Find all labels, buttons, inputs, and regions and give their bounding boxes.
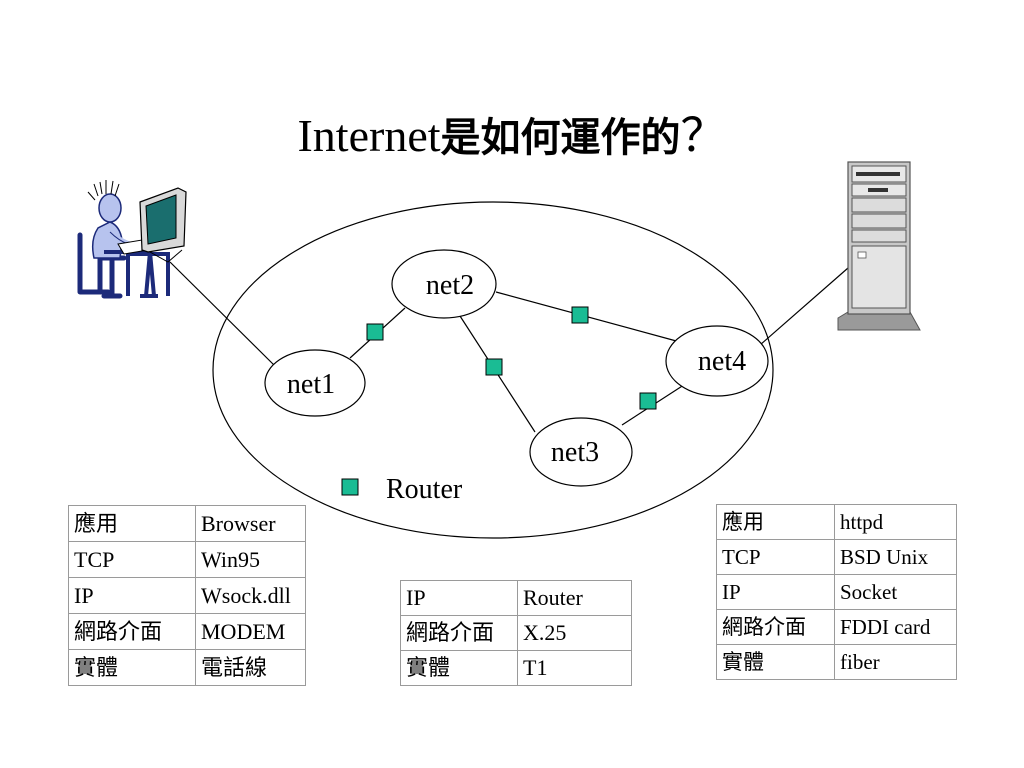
table-row: TCP Win95 — [68, 541, 306, 578]
layer-value: FDDI card — [834, 609, 957, 645]
layer-name: IP — [716, 574, 835, 610]
internet-boundary — [212, 201, 774, 539]
server-tower-icon — [837, 161, 921, 331]
layer-value: Wsock.dll — [195, 577, 306, 614]
node-net1: net1 — [264, 349, 366, 417]
title-cjk: 是如何運作的 — [440, 115, 681, 161]
legend-router-icon — [341, 478, 359, 496]
table-row: 實體 電話線 — [68, 649, 306, 686]
table-row: 實體 fiber — [716, 644, 957, 680]
layer-name: IP — [400, 580, 518, 616]
net1-label: net1 — [287, 369, 335, 400]
table-row: 應用 Browser — [68, 505, 306, 542]
layer-name: TCP — [716, 539, 835, 575]
router-icon — [366, 323, 384, 341]
client-table-body: 應用 Browser TCP Win95 IP Wsock.dll 網路介面 M… — [68, 505, 306, 686]
net4-label: net4 — [698, 346, 746, 377]
layer-value: httpd — [834, 504, 957, 540]
node-net3: net3 — [529, 417, 633, 487]
server-table-body: 應用 httpd TCP BSD Unix IP Socket 網路介面 FDD… — [716, 504, 957, 680]
link-client-net1 — [169, 261, 278, 369]
layer-value: T1 — [517, 650, 632, 686]
layer-value: Browser — [195, 505, 306, 542]
layer-name: TCP — [68, 541, 196, 578]
layer-name: 網路介面 — [716, 609, 835, 645]
layer-name: 網路介面 — [68, 613, 196, 650]
layer-name: 實體 — [716, 644, 835, 680]
legend: Router — [341, 474, 463, 505]
layer-name: 應用 — [68, 505, 196, 542]
layer-name: 應用 — [716, 504, 835, 540]
client-protocol-table: 應用 Browser TCP Win95 IP Wsock.dll 網路介面 M… — [68, 505, 306, 686]
table-row: 網路介面 X.25 — [400, 615, 632, 651]
net2-label: net2 — [426, 270, 474, 301]
server-protocol-table: 應用 httpd TCP BSD Unix IP Socket 網路介面 FDD… — [716, 504, 957, 680]
layer-name: IP — [68, 577, 196, 614]
title-question-mark: ？ — [680, 110, 727, 161]
table-row: 網路介面 MODEM — [68, 613, 306, 650]
node-net2: net2 — [391, 249, 497, 319]
layer-name: 實體 — [400, 650, 518, 686]
layer-value: MODEM — [195, 613, 306, 650]
layer-value: 電話線 — [195, 649, 306, 686]
legend-router-label: Router — [386, 474, 463, 505]
table-row: 網路介面 FDDI card — [716, 609, 957, 645]
layer-value: X.25 — [517, 615, 632, 651]
table-row: 實體 T1 — [400, 650, 632, 686]
table-row: IP Router — [400, 580, 632, 616]
link-net4-server — [759, 267, 849, 346]
table-row: 應用 httpd — [716, 504, 957, 540]
title-latin: Internet — [297, 110, 441, 161]
layer-value: Socket — [834, 574, 957, 610]
router-icon — [571, 306, 589, 324]
net3-label: net3 — [551, 437, 599, 468]
table-row: IP Wsock.dll — [68, 577, 306, 614]
node-net4: net4 — [665, 325, 769, 397]
page-title: Internet是如何運作的？ — [0, 108, 1024, 166]
layer-value: Win95 — [195, 541, 306, 578]
layer-value: BSD Unix — [834, 539, 957, 575]
layer-name: 網路介面 — [400, 615, 518, 651]
table-row: IP Socket — [716, 574, 957, 610]
layer-name: 實體 — [68, 649, 196, 686]
router-icon — [485, 358, 503, 376]
layer-value: fiber — [834, 644, 957, 680]
router-protocol-table: IP Router 網路介面 X.25 實體 T1 — [400, 580, 632, 686]
router-icon — [639, 392, 657, 410]
layer-value: Router — [517, 580, 632, 616]
router-table-body: IP Router 網路介面 X.25 實體 T1 — [400, 580, 632, 686]
table-row: TCP BSD Unix — [716, 539, 957, 575]
user-at-computer-icon — [77, 180, 187, 299]
